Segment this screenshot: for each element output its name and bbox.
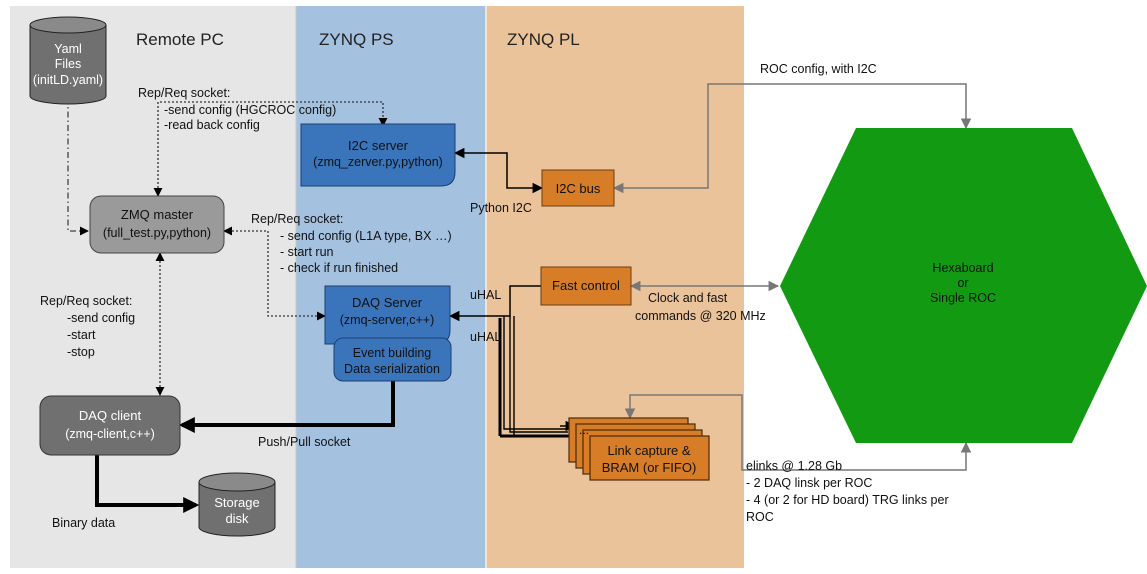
label-reqrep-i2c-line-2: -send config (HGCROC config) [164,103,336,117]
link-capture-ellipsis: ... [579,423,589,437]
i2c-bus-node: I2C bus [541,169,615,207]
storage-disk-line-2: disk [225,511,249,526]
zmq-master-title: ZMQ master [121,207,194,222]
fast-control-label: Fast control [552,278,620,293]
storage-disk-line-1: Storage [214,495,260,510]
master-daq-reqrep-connector [223,226,326,321]
daq-client-subtitle: (zmq-client,c++) [65,427,155,441]
label-push-pull: Push/Pull socket [258,435,351,449]
label-elinks-line-4: ROC [746,510,774,524]
hexaboard-hexagon: Hexaboard or Single ROC [780,128,1147,443]
roc-config-connector [612,83,972,194]
label-clock-fast: Clock and fast commands @ 320 MHz [635,291,766,323]
daq-server-node: DAQ Server (zmq-server,c++) [324,285,451,345]
label-reqrep-i2c-line-1: Rep/Req socket: [138,86,230,100]
link-capture-line-1: Link capture & [607,443,690,458]
hexaboard-line-1: Hexaboard [932,261,993,275]
binary-data-connector [95,455,200,513]
event-building-line-1: Event building [353,346,432,360]
label-reqrep-daq: Rep/Req socket: - send config (L1A type,… [251,212,452,275]
label-clock-fast-line-1: Clock and fast [648,291,728,305]
label-reqrep-client-line-2: -send config [67,311,135,325]
i2c-server-title: I2C server [348,138,409,153]
yaml-files-line-1: Yaml [54,42,82,56]
label-binary-data: Binary data [52,516,115,530]
i2c-server-bus-connector [453,147,544,194]
yaml-files-line-2: Files [55,57,81,71]
label-reqrep-i2c-line-3: -read back config [164,118,260,132]
storage-disk-cylinder: Storage disk [198,472,276,537]
label-reqrep-client: Rep/Req socket: -send config -start -sto… [40,294,135,359]
label-elinks-line-2: - 2 DAQ linsk per ROC [746,476,872,490]
daq-server-subtitle: (zmq-server,c++) [340,313,434,327]
yaml-files-cylinder: Yaml Files (initLD.yaml) [29,16,107,105]
hexaboard-line-2: or [957,276,968,290]
link-capture-line-2: BRAM (or FIFO) [602,460,697,475]
i2c-bus-label: I2C bus [556,181,601,196]
label-reqrep-client-line-1: Rep/Req socket: [40,294,132,308]
label-reqrep-daq-line-4: - check if run finished [280,261,398,275]
label-clock-fast-line-2: commands @ 320 MHz [635,309,766,323]
label-roc-config: ROC config, with I2C [760,62,877,76]
push-pull-connector [178,380,395,433]
elinks-connector [624,394,972,471]
label-reqrep-daq-line-1: Rep/Req socket: [251,212,343,226]
i2c-server-node: I2C server (zmq_zerver.py,python) [300,123,456,187]
uhal-fast-control-connector [448,285,541,322]
daq-client-node: DAQ client (zmq-client,c++) [39,395,181,456]
zmq-master-node: ZMQ master (full_test.py,python) [89,195,225,254]
label-reqrep-i2c: Rep/Req socket: -send config (HGCROC con… [138,86,336,132]
yaml-to-master-connector [67,98,89,236]
label-uhal-1: uHAL [470,288,501,302]
hexaboard-line-3: Single ROC [930,291,996,305]
event-building-line-2: Data serialization [344,362,440,376]
link-capture-stack: ... Link capture & BRAM (or FIFO) [568,417,710,481]
region-title-remote-pc: Remote PC [136,30,224,49]
daq-server-title: DAQ Server [352,295,423,310]
label-reqrep-client-line-4: -stop [67,345,95,359]
region-title-zynq-pl: ZYNQ PL [507,30,580,49]
yaml-files-line-3: (initLD.yaml) [33,73,103,87]
zmq-master-subtitle: (full_test.py,python) [103,226,211,240]
event-building-node: Event building Data serialization [333,337,452,382]
label-reqrep-client-line-3: -start [67,328,96,342]
label-python-i2c: Python I2C [470,201,532,215]
label-reqrep-daq-line-2: - send config (L1A type, BX …) [280,229,452,243]
label-elinks-line-1: elinks @ 1.28 Gb [746,459,842,473]
label-uhal-2: uHAL [470,330,501,344]
fast-control-node: Fast control [540,266,632,306]
i2c-server-subtitle: (zmq_zerver.py,python) [313,155,443,169]
label-elinks: elinks @ 1.28 Gb - 2 DAQ linsk per ROC -… [746,459,949,524]
label-elinks-line-3: - 4 (or 2 for HD board) TRG links per [746,493,949,507]
label-reqrep-daq-line-3: - start run [280,245,334,259]
daq-client-title: DAQ client [79,408,142,423]
region-title-zynq-ps: ZYNQ PS [319,30,394,49]
